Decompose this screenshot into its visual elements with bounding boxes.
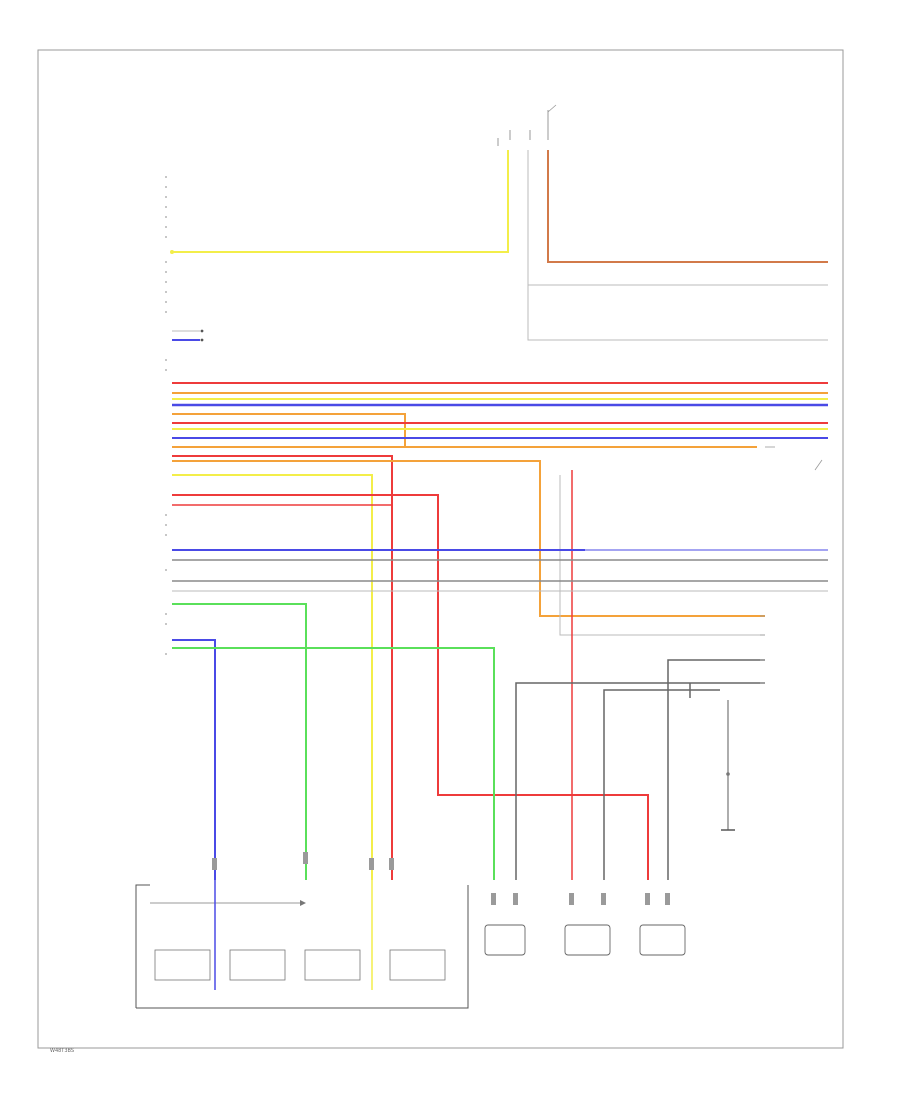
wire-bundle: [172, 382, 828, 880]
wire-gray-top-1: [527, 150, 828, 286]
wire-orange-top: [547, 150, 828, 263]
page-frame: [37, 49, 844, 1049]
figure-code: W48T3BS: [50, 1048, 74, 1054]
module-pin-column: [165, 176, 167, 655]
ground-symbol: [721, 700, 735, 831]
wire-gray-top-2: [527, 285, 828, 341]
wire-yellow-top: [172, 150, 509, 253]
top-connector: [497, 104, 557, 146]
pin-terminal: [170, 250, 174, 254]
occupant-sensor-box: [135, 880, 469, 1009]
wire-connectors: [212, 852, 670, 905]
seat-switch-boxes: [484, 924, 686, 956]
wire-left-short: [172, 329, 204, 342]
right-pin-marks: [760, 446, 823, 684]
wire-gray-network: [515, 659, 765, 880]
